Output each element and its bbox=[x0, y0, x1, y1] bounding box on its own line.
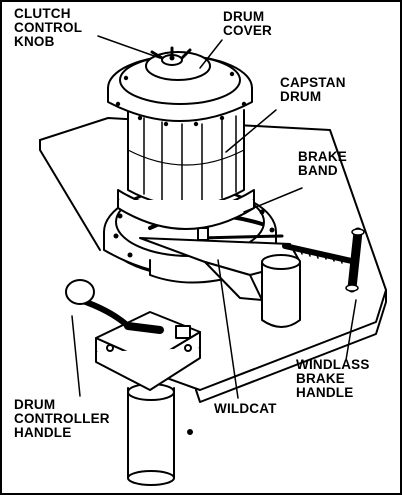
drum-controller-handle bbox=[65, 279, 201, 486]
leader-lines bbox=[71, 35, 357, 399]
label-clutch-control-knob: CLUTCH CONTROL KNOB bbox=[14, 6, 83, 49]
label-capstan-drum: CAPSTAN DRUM bbox=[280, 75, 346, 104]
label-brake-band: BRAKE BAND bbox=[298, 149, 348, 178]
label-wildcat: WILDCAT bbox=[214, 401, 277, 416]
windlass-brake-handle bbox=[282, 227, 365, 293]
drum-cover bbox=[107, 51, 253, 127]
capstan-drum bbox=[117, 109, 255, 230]
label-drum-cover: DRUM COVER bbox=[223, 9, 273, 38]
clutch-control-knob bbox=[150, 46, 192, 66]
label-drum-controller-handle: DRUM CONTROLLER HANDLE bbox=[14, 397, 110, 440]
label-windlass-brake-handle: WINDLASS BRAKE HANDLE bbox=[296, 357, 370, 400]
